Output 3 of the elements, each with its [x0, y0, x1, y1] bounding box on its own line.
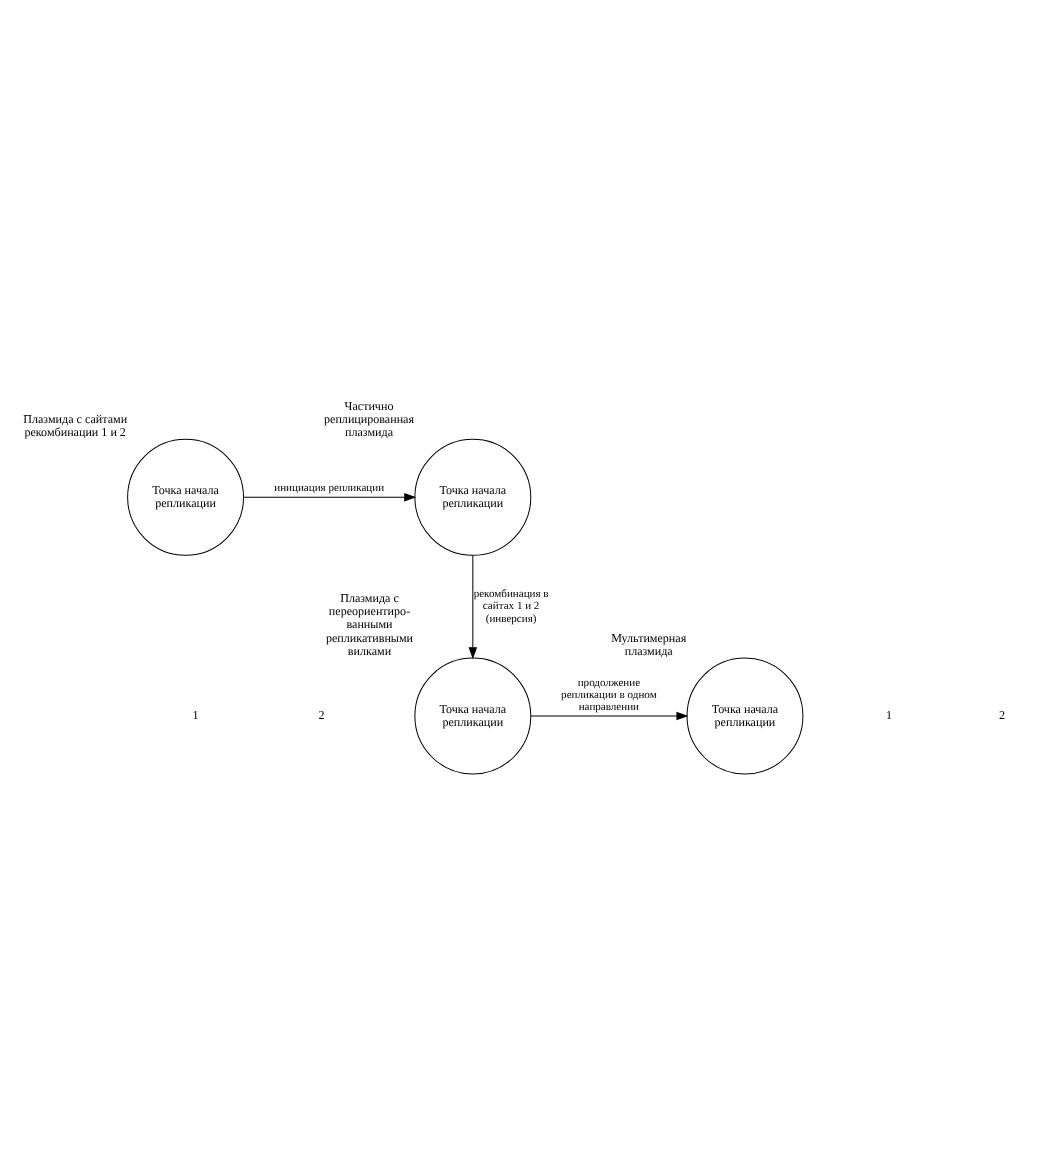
arrow: [242, 492, 416, 501]
arrow: [467, 554, 477, 659]
arrow: [529, 710, 688, 720]
